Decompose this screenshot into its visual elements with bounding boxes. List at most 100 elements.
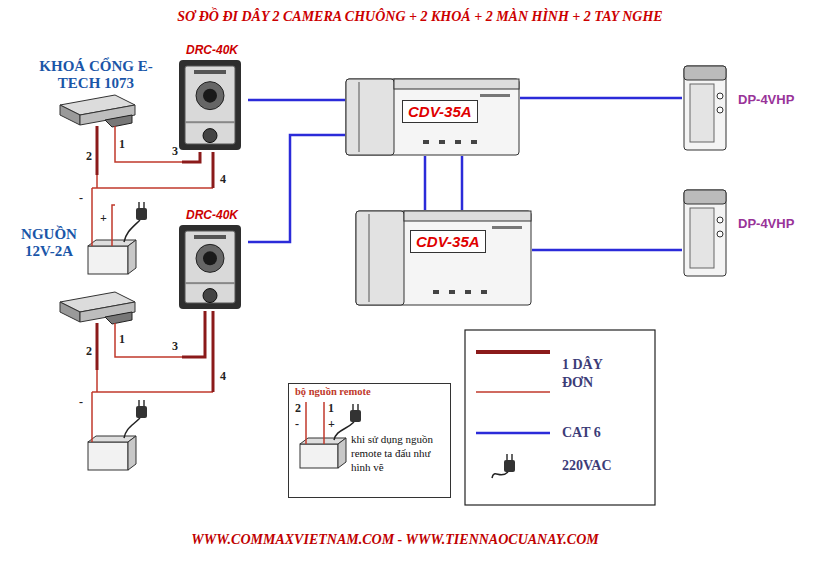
video-monitor: CDV-35A xyxy=(355,210,532,306)
camera-lens xyxy=(196,244,224,272)
wire-number: 2 xyxy=(86,150,92,164)
model-label: DRC-40K xyxy=(176,208,248,222)
handset-button xyxy=(717,217,723,223)
handset-body xyxy=(684,66,726,150)
lock-bracket xyxy=(105,115,132,127)
camera-lens-inner xyxy=(203,89,217,103)
camera-divider xyxy=(185,121,235,123)
handset-grip xyxy=(690,84,714,142)
plug-prong xyxy=(511,454,513,460)
single-wire-thin xyxy=(323,402,325,444)
legend-box xyxy=(465,330,655,505)
call-button xyxy=(203,129,217,143)
model-label: DRC-40K xyxy=(176,43,248,57)
plug-cable xyxy=(124,220,140,242)
cat6-cable xyxy=(248,99,345,102)
plug-prong xyxy=(138,202,140,208)
handset: DP-4VHP xyxy=(682,188,807,278)
door-camera: DRC-40K xyxy=(176,205,248,311)
monitor-top-bar xyxy=(404,211,531,221)
monitor-body xyxy=(356,211,531,305)
model-plate: CDV-35A xyxy=(410,230,486,253)
single-wire-thin xyxy=(305,402,307,444)
cat6-cable xyxy=(424,156,427,210)
camera-body xyxy=(179,60,241,150)
single-wire-thick xyxy=(96,126,99,175)
camera-divider xyxy=(185,282,235,284)
single-wire-thin xyxy=(91,392,93,442)
monitor-button xyxy=(465,290,471,294)
adapter-side xyxy=(338,438,346,468)
wire-number: 4 xyxy=(220,370,226,384)
camera-body xyxy=(179,225,241,309)
device-label: KHOÁ CỔNG E-TECH 1073 xyxy=(38,58,154,93)
single-wire-thin xyxy=(115,323,182,357)
plug-prong xyxy=(143,400,145,406)
handset-button xyxy=(717,93,723,99)
model-plate: CDV-35A xyxy=(402,100,478,123)
camera-panel xyxy=(185,231,235,303)
legend-cat6 xyxy=(476,432,550,435)
single-wire-thin xyxy=(92,187,213,189)
adapter-side xyxy=(128,436,136,470)
call-button xyxy=(203,289,217,303)
wire-number: 3 xyxy=(172,145,178,159)
receiver-edge xyxy=(359,82,360,152)
plug-body xyxy=(136,406,147,418)
lock-illustration xyxy=(60,292,135,324)
caption: WWW.COMMAXVIETNAM.COM - WWW.TIENNAOCUANA… xyxy=(110,532,680,548)
wire-number: - xyxy=(79,396,83,410)
camera-grille xyxy=(194,70,226,74)
plug-body xyxy=(136,208,147,220)
power-adapter xyxy=(88,202,147,274)
single-wire-thick xyxy=(182,311,205,357)
plug-prong xyxy=(143,202,145,208)
plug-cable xyxy=(124,418,140,438)
handset-cap xyxy=(684,190,726,204)
plug-prong xyxy=(352,404,354,410)
cat6-cable xyxy=(532,249,682,252)
remote-power-box: bộ nguồn remote khi sử dụng nguồn remote … xyxy=(288,383,451,498)
adapter-front xyxy=(300,444,338,468)
lock-bracket xyxy=(105,312,132,324)
camera-panel xyxy=(185,66,235,144)
video-monitor: CDV-35A xyxy=(345,78,520,156)
model-label: DP-4VHP xyxy=(738,92,794,107)
handset-cap xyxy=(684,66,726,80)
plug-body xyxy=(504,460,515,472)
monitor-button xyxy=(439,140,445,144)
wire-number: 1 xyxy=(328,402,334,416)
camera-lens-inner xyxy=(203,251,217,265)
wire-number: 1 xyxy=(119,138,125,152)
handset-body xyxy=(684,190,726,276)
handset-button xyxy=(717,231,723,237)
wire-number: 4 xyxy=(220,173,226,187)
wire-number: 3 xyxy=(172,340,178,354)
legend-thin-wire xyxy=(476,391,550,393)
device-label: NGUỒN 12V-2A xyxy=(12,226,86,261)
handset-grip xyxy=(690,208,714,268)
box-title: bộ nguồn remote xyxy=(289,384,450,397)
single-wire-thick xyxy=(212,311,215,392)
note-text: khi sử dụng nguồn remote ta đấu như hình… xyxy=(351,433,443,474)
wire-number: 1 xyxy=(119,333,125,347)
single-wire-thin xyxy=(96,370,98,392)
cat6-cable xyxy=(461,156,464,210)
legend-text: 1 DÂY ĐƠN xyxy=(562,356,624,392)
monitor-receiver xyxy=(356,211,404,305)
wire-number: + xyxy=(328,418,335,432)
receiver-edge xyxy=(369,214,370,302)
cat6-cable xyxy=(520,97,682,100)
legend-text: 220VAC xyxy=(562,457,612,475)
single-wire-thin xyxy=(115,126,182,162)
monitor-button xyxy=(471,140,477,144)
monitor-button xyxy=(481,290,487,294)
plug-prong xyxy=(357,404,359,410)
wire-number: 2 xyxy=(86,345,92,359)
legend-samples xyxy=(476,352,550,478)
monitor-button xyxy=(455,140,461,144)
single-wire-thin xyxy=(92,391,213,393)
brand-mark xyxy=(492,226,522,229)
single-wire-thin xyxy=(112,205,115,246)
wire-number: - xyxy=(295,418,299,432)
